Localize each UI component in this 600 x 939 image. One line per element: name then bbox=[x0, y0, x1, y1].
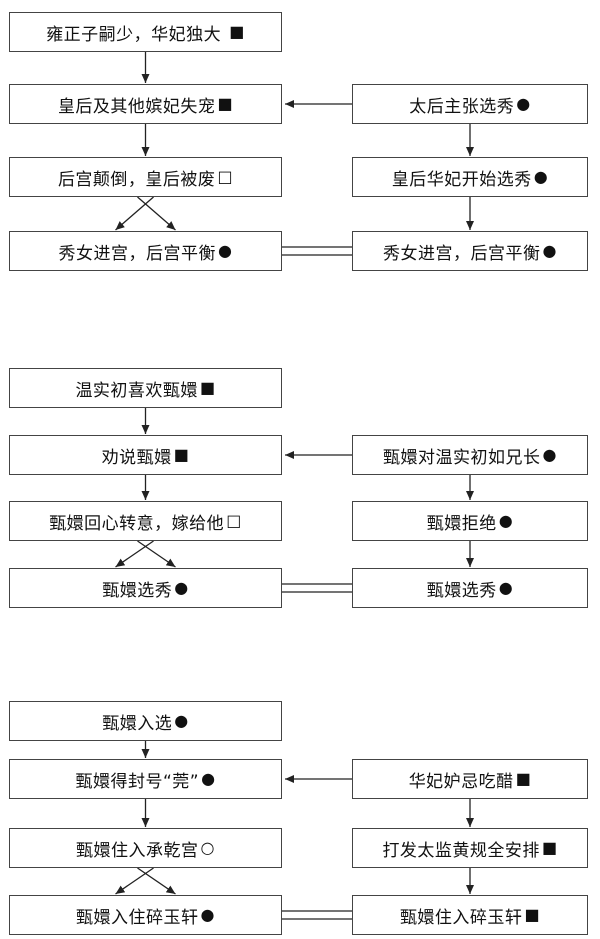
node-panel3-right-2: 打发太监黄规全安排■ bbox=[352, 828, 588, 868]
node-panel1-left-1: 雍正子嗣少，华妃独大 ■ bbox=[9, 12, 282, 52]
node-label: 甄嬛入选 bbox=[102, 713, 173, 734]
status-marker: ■ bbox=[524, 905, 541, 924]
arrow-cross bbox=[137, 867, 176, 895]
status-marker: ■ bbox=[229, 22, 245, 41]
node-label: 甄嬛拒绝 bbox=[426, 513, 497, 534]
node-label: 劝说甄嬛 bbox=[101, 447, 172, 468]
node-label: 打发太监黄规全安排 bbox=[382, 840, 540, 861]
node-panel1-right-2: 皇后华妃开始选秀● bbox=[352, 157, 588, 197]
node-label: 太后主张选秀 bbox=[409, 96, 515, 117]
status-marker: ■ bbox=[217, 94, 234, 113]
node-panel3-right-3: 甄嬛住入碎玉轩■ bbox=[352, 895, 588, 935]
status-marker: □ bbox=[226, 511, 242, 530]
arrow-cross bbox=[115, 196, 154, 231]
node-label: 甄嬛对温实初如兄长 bbox=[383, 447, 541, 468]
status-marker: ● bbox=[174, 711, 189, 730]
node-panel1-right-1: 太后主张选秀● bbox=[352, 84, 588, 124]
status-marker: ○ bbox=[200, 838, 215, 857]
node-label: 秀女进宫，后宫平衡 bbox=[383, 243, 541, 264]
node-label: 甄嬛回心转意，嫁给他 bbox=[49, 513, 225, 534]
node-panel3-left-2: 甄嬛得封号“莞”● bbox=[9, 759, 282, 799]
node-label: 华妃妒忌吃醋 bbox=[408, 771, 514, 792]
status-marker: ● bbox=[498, 511, 514, 530]
node-panel2-left-4: 甄嬛选秀● bbox=[9, 568, 282, 608]
node-panel2-right-2: 甄嬛拒绝● bbox=[352, 501, 588, 541]
status-marker: ■ bbox=[199, 378, 216, 397]
node-label: 甄嬛得封号“莞” bbox=[75, 771, 200, 792]
status-marker: ■ bbox=[515, 769, 532, 788]
node-panel2-left-2: 劝说甄嬛■ bbox=[9, 435, 282, 475]
node-panel2-right-1: 甄嬛对温实初如兄长● bbox=[352, 435, 588, 475]
node-panel3-left-1: 甄嬛入选● bbox=[9, 701, 282, 741]
node-label: 甄嬛入住碎玉轩 bbox=[76, 907, 199, 928]
node-panel1-left-4: 秀女进宫，后宫平衡● bbox=[9, 231, 282, 271]
node-panel2-left-3: 甄嬛回心转意，嫁给他□ bbox=[9, 501, 282, 541]
arrow-cross bbox=[137, 196, 176, 231]
status-marker: ■ bbox=[173, 445, 190, 464]
status-marker: ● bbox=[542, 445, 557, 464]
node-label: 甄嬛住入碎玉轩 bbox=[399, 907, 523, 928]
arrow-cross bbox=[115, 540, 154, 568]
status-marker: ● bbox=[174, 578, 189, 597]
arrow-cross bbox=[137, 540, 176, 568]
node-label: 皇后及其他嫔妃失宠 bbox=[57, 96, 216, 117]
node-panel1-left-2: 皇后及其他嫔妃失宠■ bbox=[9, 84, 282, 124]
node-panel1-right-3: 秀女进宫，后宫平衡● bbox=[352, 231, 588, 271]
status-marker: ● bbox=[218, 241, 233, 260]
node-label: 温实初喜欢甄嬛 bbox=[75, 380, 198, 401]
node-label: 甄嬛选秀 bbox=[102, 580, 173, 601]
arrow-cross bbox=[115, 867, 154, 895]
node-panel2-left-1: 温实初喜欢甄嬛■ bbox=[9, 368, 282, 408]
status-marker: ● bbox=[200, 905, 215, 924]
node-panel3-left-3: 甄嬛住入承乾宫○ bbox=[9, 828, 282, 868]
node-label: 雍正子嗣少，华妃独大 bbox=[46, 24, 222, 45]
status-marker: ■ bbox=[541, 838, 558, 857]
node-label: 甄嬛住入承乾宫 bbox=[76, 840, 199, 861]
node-label: 皇后华妃开始选秀 bbox=[391, 169, 532, 190]
status-marker: ● bbox=[533, 167, 549, 186]
node-panel1-left-3: 后宫颠倒，皇后被废□ bbox=[9, 157, 282, 197]
node-label: 秀女进宫，后宫平衡 bbox=[58, 243, 217, 264]
status-marker: ● bbox=[201, 769, 216, 788]
node-panel3-right-1: 华妃妒忌吃醋■ bbox=[352, 759, 588, 799]
node-label: 甄嬛选秀 bbox=[426, 580, 497, 601]
status-marker: ● bbox=[542, 241, 557, 260]
status-marker: ● bbox=[498, 578, 514, 597]
status-marker: □ bbox=[217, 167, 234, 186]
node-panel2-right-3: 甄嬛选秀● bbox=[352, 568, 588, 608]
node-panel3-left-4: 甄嬛入住碎玉轩● bbox=[9, 895, 282, 935]
node-label: 后宫颠倒，皇后被废 bbox=[57, 169, 216, 190]
status-marker: ● bbox=[516, 94, 531, 113]
